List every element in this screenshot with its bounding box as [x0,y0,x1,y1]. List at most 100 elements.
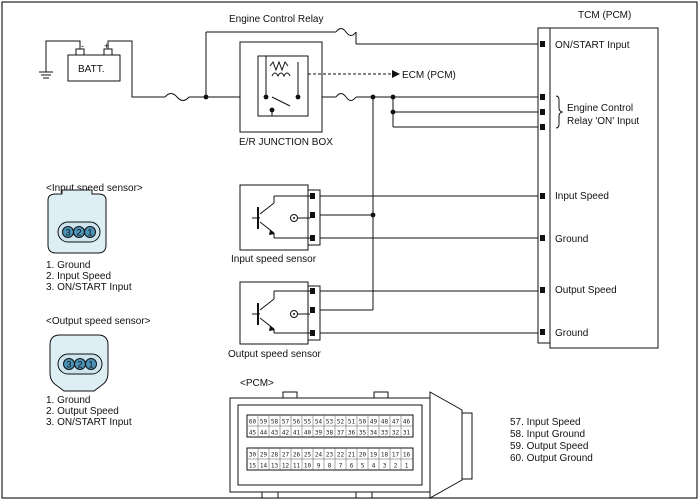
relay-coil [271,72,291,78]
pcm-pin-number: 33 [381,430,389,437]
svg-text:+: + [104,41,109,51]
pcm-pin-number: 52 [337,419,345,426]
tcm-pin-relay-line1: Engine Control [567,103,633,114]
pcm-legend-item: 58. Input Ground [510,429,585,440]
er-junction-box [239,41,323,133]
tcm-pin-relay-line2: Relay 'ON' Input [567,116,639,127]
ecm-label: ECM (PCM) [402,70,456,81]
pcm-pin-number: 56 [293,419,301,426]
pcm-pin-number: 25 [304,452,312,459]
pcm-pin-number: 59 [260,419,268,426]
pcm-pin-number: 39 [315,430,323,437]
tcm-title: TCM (PCM) [578,10,631,21]
pcm-pin-number: 16 [403,452,411,459]
pcm-pin-number: 1 [405,463,409,470]
pcm-pin-number: 28 [271,452,279,459]
pcm-pin-number: 14 [260,463,268,470]
pcm-pin-number: 21 [348,452,356,459]
pcm-pin-number: 36 [348,430,356,437]
input-sensor-caption: Input speed sensor [231,254,317,265]
pcm-pin-number: 43 [271,430,279,437]
tcm-pin-on-start: ON/START Input [555,40,630,51]
pcm-legend-item: 60. Output Ground [510,453,593,464]
pcm-pin-number: 57 [282,419,290,426]
input-sensor-legend-item: 2. Input Speed [46,271,111,282]
pcm-pin-number: 45 [249,430,257,437]
pcm-pin-number: 11 [293,463,301,470]
battery: - + BATT. [67,41,121,82]
output-connector-pin: 3 [67,360,72,370]
battery-ground-wire [45,40,81,72]
pcm-pin-number: 48 [381,419,389,426]
tcm-pin-ground-2: Ground [555,328,588,339]
pcm-pin-number: 15 [249,463,257,470]
pcm-pin-number: 7 [339,463,343,470]
output-speed-sensor-box [239,281,321,345]
input-sensor-legend-item: 1. Ground [46,260,90,271]
relay-resistor [269,60,289,72]
output-connector-pin: 1 [89,360,94,370]
pcm-pin-number: 54 [315,419,323,426]
input-sensor-connector: 3 2 1 [47,189,107,254]
pcm-pin-number: 17 [392,452,400,459]
pcm-pin-number: 40 [304,430,312,437]
tcm-pin-output-speed: Output Speed [555,285,617,296]
pcm-pin-number: 50 [359,419,367,426]
pcm-pin-number: 22 [337,452,345,459]
battery-positive-wire [107,40,165,98]
pcm-pin-number: 10 [304,463,312,470]
output-sensor-legend-item: 3. ON/START Input [46,417,132,428]
pcm-pin-number: 51 [348,419,356,426]
ecm-arrow [392,70,400,78]
pcm-pin-number: 12 [282,463,290,470]
relay-title: Engine Control Relay [229,14,324,25]
svg-text:-: - [81,41,84,51]
pcm-pin-number: 5 [361,463,365,470]
pcm-pin-number: 13 [271,463,279,470]
pcm-pin-number: 4 [372,463,376,470]
pcm-pin-number: 6 [350,463,354,470]
output-sensor-legend-item: 2. Output Speed [46,406,119,417]
pcm-pin-number: 29 [260,452,268,459]
pcm-heading: <PCM> [240,378,274,389]
pcm-pin-number: 38 [326,430,334,437]
pcm-pin-number: 53 [326,419,334,426]
pcm-pin-number: 34 [370,430,378,437]
pcm-pin-number: 19 [370,452,378,459]
output-sensor-legend-item: 1. Ground [46,395,90,406]
pcm-pin-number: 3 [383,463,387,470]
battery-label: BATT. [78,64,104,75]
input-sensor-legend-item: 3. ON/START Input [46,282,132,293]
pcm-pin-number: 55 [304,419,312,426]
output-connector-pin: 2 [78,360,83,370]
pcm-pin-number: 32 [392,430,400,437]
output-sensor-caption: Output speed sensor [228,349,322,360]
tcm-bracket [555,95,564,129]
input-sensor-heading: <Input speed sensor> [46,183,143,194]
relay-output-fuse [335,93,357,101]
input-connector-pin: 2 [77,228,82,238]
on-start-fuse [335,28,357,36]
pcm-pin-number: 30 [249,452,257,459]
pcm-pin-number: 42 [282,430,290,437]
pcm-pin-number: 37 [337,430,345,437]
input-connector-pin: 1 [88,228,93,238]
output-sensor-connector: 3 2 1 [49,334,109,392]
tcm-box [537,27,659,349]
junction-box-label: E/R JUNCTION BOX [239,137,333,148]
pcm-pin-number: 24 [315,452,323,459]
pcm-pin-number: 46 [403,419,411,426]
tcm-pin-input-speed: Input Speed [555,191,609,202]
input-connector-pin: 3 [66,228,71,238]
ground-symbol [39,71,53,79]
pcm-pin-number: 35 [359,430,367,437]
pcm-pin-number: 49 [370,419,378,426]
pcm-pin-number: 27 [282,452,290,459]
pcm-pin-number: 20 [359,452,367,459]
tcm-pin-ground-1: Ground [555,234,588,245]
input-speed-sensor-box [239,184,321,251]
